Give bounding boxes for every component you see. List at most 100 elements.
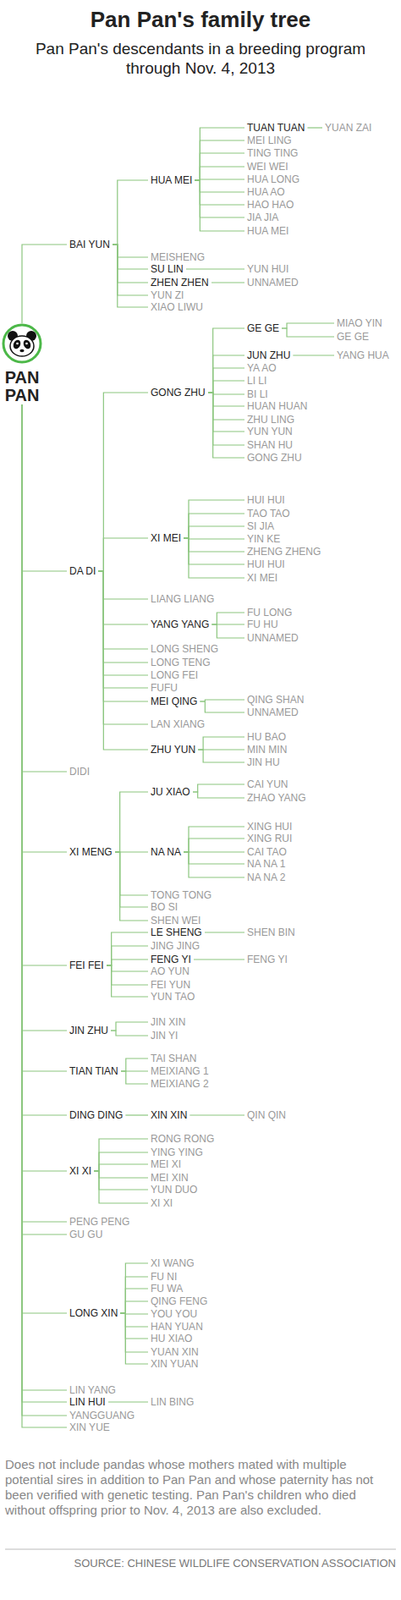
family-link (21, 244, 67, 324)
panda-name: SI JIA (247, 520, 275, 533)
panda-name: TING TING (247, 147, 298, 160)
parent-name: JUN ZHU (244, 349, 293, 362)
leaf-name: WEI WEI (244, 160, 292, 173)
panda-name: SHAN HU (247, 439, 293, 451)
family-link (199, 701, 245, 713)
family-link (192, 791, 245, 798)
source-note: SOURCE: CHINESE WILDLIFE CONSERVATION AS… (74, 1556, 396, 1571)
leaf-name: UNNAMED (244, 276, 302, 289)
parent-name: DING DING (66, 1109, 126, 1121)
panda-name: XI MEI (150, 532, 182, 544)
panda-name: HUA AO (247, 186, 286, 198)
leaf-name: NA NA 1 (244, 857, 288, 870)
leaf-name: SI JIA (244, 520, 277, 533)
leaf-name: YA AO (244, 362, 279, 374)
leaf-name: HUA AO (244, 186, 288, 198)
family-link (194, 180, 245, 193)
family-link (183, 538, 245, 578)
leaf-name: JIN XIN (148, 1016, 188, 1028)
family-link (21, 404, 67, 1222)
panda-name: DING DING (69, 1109, 123, 1121)
panda-name: HU XIAO (150, 1332, 193, 1345)
family-link (189, 1114, 245, 1116)
panda-name: QING SHAN (247, 693, 304, 706)
panda-name: HUA MEI (247, 225, 289, 237)
leaf-name: UNNAMED (244, 631, 302, 644)
panda-name: MEIXIANG 1 (150, 1065, 209, 1077)
panda-name: DIDI (69, 765, 90, 778)
family-link (208, 380, 245, 393)
leaf-name: MIN MIN (244, 743, 290, 756)
family-link (183, 513, 245, 539)
family-link (98, 571, 149, 676)
chart-title: Pan Pan's family tree (0, 6, 401, 33)
panda-name: GE GE (336, 330, 369, 343)
leaf-name: LIANG LIANG (148, 593, 217, 605)
family-link (183, 851, 245, 878)
family-link (211, 624, 245, 638)
parent-name: JU XIAO (148, 785, 193, 798)
family-link (194, 180, 245, 231)
leaf-name: LAN XIANG (148, 718, 208, 731)
panda-name: XING HUI (247, 820, 292, 833)
panda-name: NA NA 2 (247, 871, 286, 884)
leaf-name: UNNAMED (244, 706, 302, 719)
panda-name: MIN MIN (247, 743, 287, 756)
family-link (194, 140, 245, 181)
panda-name: XIN YUAN (150, 1357, 198, 1370)
panda-name: ZHENG ZHENG (247, 545, 321, 558)
family-link (194, 127, 245, 181)
panda-name: LIN YANG (69, 1384, 116, 1396)
family-link (194, 180, 245, 218)
family-link (93, 1170, 149, 1203)
panda-name: YIN KE (247, 532, 281, 545)
leaf-name: TAO TAO (244, 507, 293, 520)
family-link (98, 571, 149, 702)
leaf-name: FENG YI (244, 953, 291, 966)
family-link (194, 180, 245, 205)
panda-name: SHEN BIN (247, 926, 296, 939)
panda-name: XI XI (150, 1197, 173, 1209)
parent-name: NA NA (148, 845, 184, 858)
panda-name: JIN YI (150, 1029, 178, 1042)
family-link (106, 965, 149, 972)
leaf-name: YUN DUO (148, 1183, 200, 1196)
family-link (21, 404, 67, 1390)
panda-name: FENG YI (150, 953, 192, 966)
panda-name: GONG ZHU (247, 451, 303, 464)
panda-name: FU WA (150, 1282, 183, 1295)
family-link (281, 328, 335, 337)
leaf-name: FU WA (148, 1282, 186, 1295)
panda-name: XI WANG (150, 1257, 195, 1269)
leaf-name: HAO HAO (244, 198, 297, 211)
panda-name: UNNAMED (247, 276, 299, 289)
panda-name: XIN XIN (150, 1109, 187, 1121)
parent-name: TUAN TUAN (244, 121, 308, 134)
family-link (115, 791, 149, 852)
panda-name: TONG TONG (150, 889, 212, 901)
panda-name: HUAN HUAN (247, 400, 308, 412)
panda-name: NA NA (150, 845, 182, 858)
leaf-name: MEI LING (244, 134, 295, 147)
family-link (204, 931, 245, 933)
parent-name: ZHEN ZHEN (148, 276, 212, 289)
panda-name: SU LIN (150, 263, 184, 275)
parent-name: GE GE (244, 322, 282, 335)
leaf-name: MEISHENG (148, 251, 208, 264)
parent-name: XIN XIN (148, 1109, 190, 1121)
leaf-name: YUAN ZAI (322, 121, 374, 134)
panda-name: XI MENG (69, 845, 113, 858)
family-link (98, 571, 149, 625)
parent-name: HUA MEI (148, 174, 195, 187)
panda-name: NA NA 1 (247, 857, 286, 870)
family-link (194, 166, 245, 181)
family-link (186, 268, 245, 270)
leaf-name: FUFU (148, 681, 181, 694)
panda-name: FU LONG (247, 606, 292, 619)
family-link (21, 404, 67, 1428)
leaf-name: HUA LONG (244, 173, 303, 186)
panda-name: FU NI (150, 1270, 177, 1283)
root-name: PAN PAN (0, 368, 44, 405)
family-link (120, 1312, 149, 1352)
leaf-name: XI XI (148, 1197, 176, 1209)
